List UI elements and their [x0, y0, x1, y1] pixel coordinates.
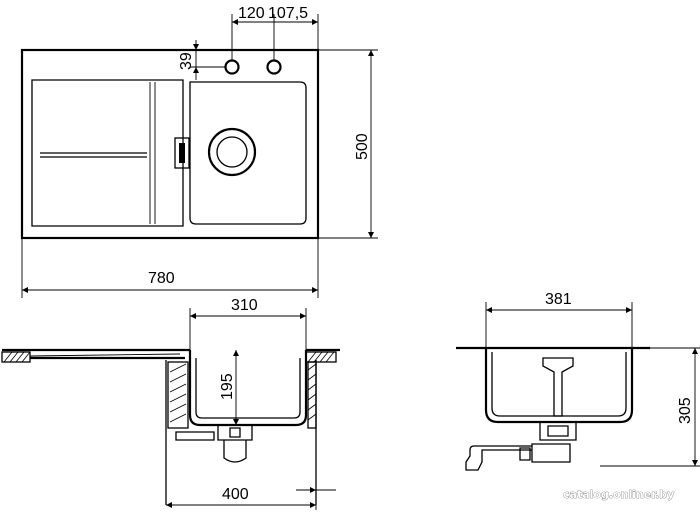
overflow-slot [174, 137, 190, 169]
bowl-outline [189, 81, 307, 225]
drain-inner-circle [216, 136, 248, 168]
drain-outer-circle [207, 127, 257, 177]
drainboard-outline [31, 79, 184, 227]
dim-width-total: 780 [148, 270, 175, 287]
dim-side-bowl-width: 381 [545, 291, 572, 308]
dim-depth-total: 500 [354, 133, 371, 160]
dim-cabinet-width: 400 [222, 486, 249, 503]
front-section-view: 310 195 400 [1, 297, 340, 510]
side-section-view: 381 305 [456, 291, 700, 471]
dim-overall-height: 305 [677, 397, 694, 424]
dim-hole-offset: 39 [178, 52, 195, 70]
dim-bowl-depth: 195 [219, 373, 236, 400]
dim-bowl-width: 310 [231, 297, 258, 314]
watermark-text: catalog.onliner.by [563, 488, 674, 501]
side-bowl-outline [484, 348, 634, 424]
tap-hole-1 [224, 59, 240, 75]
dim-hole-spacing: 120 [238, 5, 265, 22]
sink-outline [20, 48, 320, 240]
front-bowl-outline [188, 350, 308, 427]
dim-hole-spacing-2: 107,5 [268, 5, 308, 22]
top-view: 120 107,5 39 500 780 [20, 5, 378, 298]
tap-hole-2 [266, 59, 282, 75]
drainboard-groove [40, 152, 147, 158]
